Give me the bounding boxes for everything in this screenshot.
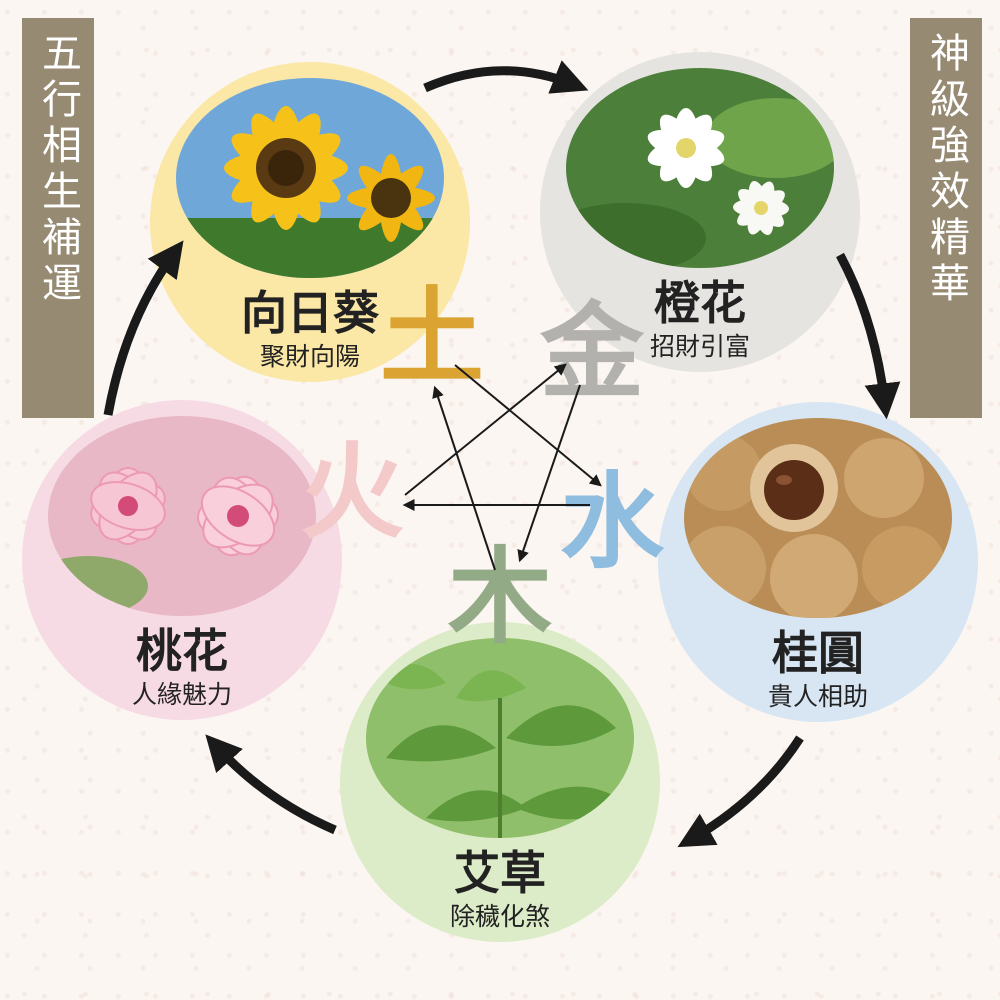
mugwort-name: 艾草 — [454, 846, 546, 900]
orange-blossom-name: 橙花 — [654, 276, 746, 330]
left-banner: 五行相生補運 — [22, 18, 94, 418]
element-metal: 金 — [540, 290, 645, 413]
node-peach-blossom: 桃花 人緣魅力 — [22, 400, 342, 720]
sunflower-subtitle: 聚財向陽 — [259, 342, 360, 371]
node-longan: 桂圓 貴人相助 — [658, 402, 978, 722]
left-banner-text: 五行相生補運 — [35, 32, 81, 308]
peach-blossom-photo — [48, 416, 316, 616]
node-orange-blossom: 橙花 招財引富 — [540, 52, 860, 372]
mugwort-subtitle: 除穢化煞 — [449, 902, 550, 931]
sunflower-photo — [176, 78, 444, 278]
peach-blossom-subtitle: 人緣魅力 — [131, 680, 232, 709]
element-water: 水 — [560, 460, 665, 583]
right-banner: 神級強效精華 — [910, 18, 982, 418]
longan-photo — [684, 418, 952, 618]
peach-blossom-name: 桃花 — [136, 624, 228, 678]
node-mugwort: 艾草 除穢化煞 — [340, 622, 660, 942]
orange-blossom-photo — [566, 68, 834, 268]
node-sunflower: 向日葵 聚財向陽 — [150, 62, 470, 382]
orange-blossom-subtitle: 招財引富 — [649, 332, 750, 361]
element-earth: 土 — [380, 275, 485, 398]
longan-name: 桂圓 — [772, 626, 864, 680]
longan-subtitle: 貴人相助 — [767, 682, 868, 711]
element-wood: 木 — [448, 535, 553, 658]
right-banner-text: 神級強效精華 — [923, 32, 969, 308]
element-fire: 火 — [300, 430, 405, 553]
mugwort-photo — [366, 638, 634, 838]
sunflower-name: 向日葵 — [241, 286, 379, 340]
